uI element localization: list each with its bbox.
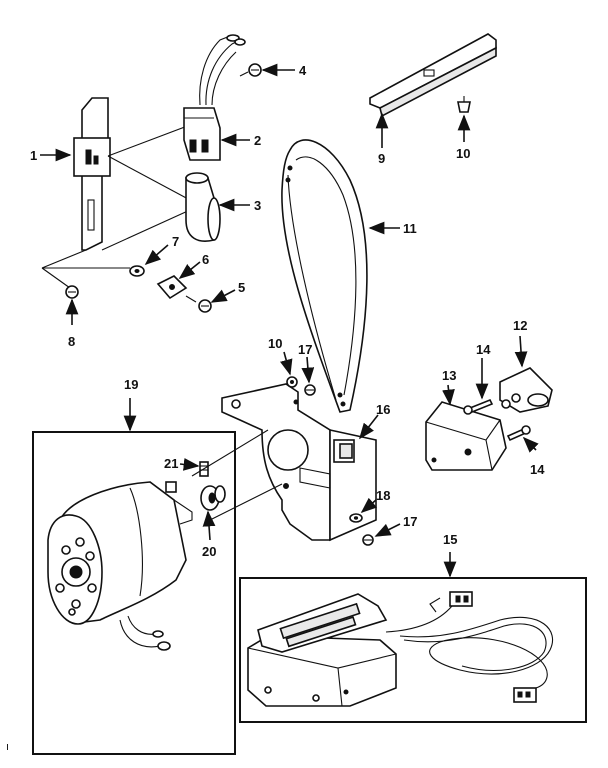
part-20-pulley (200, 485, 226, 511)
svg-text:21: 21 (164, 456, 178, 471)
svg-text:17: 17 (298, 342, 312, 357)
callout-13: 13 (442, 368, 456, 406)
svg-text:8: 8 (68, 334, 75, 349)
part-14-screw-upper (463, 398, 494, 415)
part-14-screw-lower (506, 425, 531, 442)
svg-text:15: 15 (443, 532, 457, 547)
callout-16: 16 (359, 402, 390, 440)
part-18-washer (349, 513, 363, 523)
svg-text:10: 10 (268, 336, 282, 351)
svg-text:13: 13 (442, 368, 456, 383)
callout-10-lower: 10 (268, 336, 293, 376)
svg-text:11: 11 (403, 221, 417, 236)
callout-8: 8 (65, 298, 79, 349)
svg-text:3: 3 (254, 198, 261, 213)
callout-17-lower: 17 (374, 514, 417, 537)
svg-text:14: 14 (476, 342, 491, 357)
part-12-terminal-block (499, 367, 553, 413)
svg-text:9: 9 (378, 151, 385, 166)
motor-guide-lines (191, 429, 283, 521)
svg-text:10: 10 (456, 146, 470, 161)
callout-7: 7 (144, 234, 179, 266)
part-9-rail-bracket (369, 33, 497, 118)
svg-text:19: 19 (124, 377, 138, 392)
callout-9: 9 (375, 112, 389, 166)
part-10-screw (457, 96, 471, 113)
part-10-nut (286, 376, 298, 388)
svg-text:2: 2 (254, 133, 261, 148)
part-17-screw-lower (362, 534, 374, 546)
part-7-washer (129, 265, 145, 277)
callout-17-upper: 17 (298, 342, 315, 384)
callout-3: 3 (218, 198, 261, 213)
svg-text:16: 16 (376, 402, 390, 417)
corner-mark: ı (6, 741, 9, 753)
callout-5: 5 (210, 280, 245, 303)
part-2-wire-connector (183, 34, 246, 161)
part-15-foot-controller (247, 591, 554, 707)
callout-18: 18 (360, 488, 390, 514)
callout-10-top: 10 (456, 114, 470, 161)
callout-1: 1 (30, 148, 72, 163)
part-8-screw (65, 285, 79, 299)
part-17-screw-upper (304, 384, 316, 396)
callout-12: 12 (513, 318, 527, 368)
callout-20: 20 (202, 510, 216, 559)
svg-text:7: 7 (172, 234, 179, 249)
svg-text:20: 20 (202, 544, 216, 559)
svg-text:4: 4 (299, 63, 307, 78)
svg-text:5: 5 (238, 280, 245, 295)
callout-21: 21 (164, 456, 200, 471)
svg-text:12: 12 (513, 318, 527, 333)
foot-controller-box (239, 577, 587, 723)
part-19-motor (47, 481, 193, 651)
callout-14-lower: 14 (522, 436, 545, 477)
part-1-mounting-bracket (73, 97, 111, 251)
motor-assembly-box (32, 431, 236, 755)
callout-6: 6 (178, 252, 209, 279)
assembly-guide-lines (41, 124, 191, 289)
svg-text:6: 6 (202, 252, 209, 267)
callout-19: 19 (123, 377, 138, 432)
svg-text:1: 1 (30, 148, 37, 163)
callout-15: 15 (443, 532, 457, 578)
part-5-screw (185, 295, 212, 313)
part-3-elbow-tube (185, 172, 221, 242)
part-11-drive-belt (281, 139, 368, 413)
callout-11: 11 (368, 221, 417, 236)
callout-2: 2 (220, 133, 261, 148)
part-6-clamp (156, 275, 188, 300)
part-4-screw (239, 63, 262, 77)
part-16-motor-mount-plate (221, 383, 377, 542)
svg-text:18: 18 (376, 488, 390, 503)
svg-text:17: 17 (403, 514, 417, 529)
callout-14-upper: 14 (475, 342, 491, 400)
svg-text:14: 14 (530, 462, 545, 477)
callout-4: 4 (261, 63, 307, 78)
